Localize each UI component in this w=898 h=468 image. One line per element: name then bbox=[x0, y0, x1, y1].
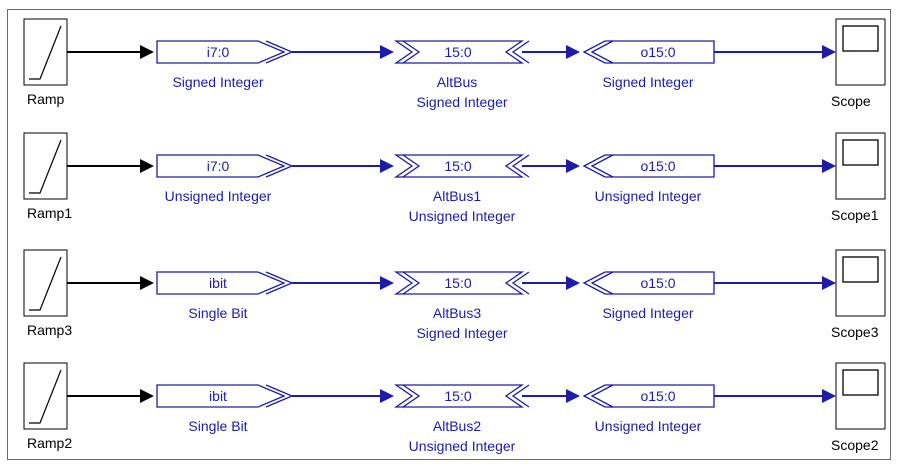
output-type-label: Signed Integer bbox=[602, 305, 694, 321]
wire-arrowhead bbox=[380, 45, 394, 59]
wire-arrowhead bbox=[140, 276, 154, 290]
altbus-name-label: AltBus bbox=[436, 74, 478, 90]
scope-icon bbox=[842, 369, 879, 396]
wire-arrowhead bbox=[566, 45, 580, 59]
input-port-text: ibit bbox=[209, 388, 227, 404]
altbus-type-label: Signed Integer bbox=[416, 94, 508, 110]
input-port-block[interactable] bbox=[156, 271, 286, 295]
wire-arrowhead bbox=[140, 389, 154, 403]
output-type-label: Unsigned Integer bbox=[594, 188, 702, 204]
input-port-text: ibit bbox=[209, 275, 227, 291]
ramp-block[interactable] bbox=[23, 362, 68, 430]
input-type-label: Single Bit bbox=[188, 418, 248, 434]
altbus-left-chevron-icon bbox=[402, 40, 421, 64]
altbus-block[interactable] bbox=[393, 271, 525, 295]
altbus-type-label: Unsigned Integer bbox=[408, 208, 516, 224]
wire-arrowhead bbox=[140, 45, 154, 59]
wire-arrowhead bbox=[822, 276, 836, 290]
ramp-label: Ramp2 bbox=[27, 435, 73, 451]
ramp-label: Ramp bbox=[27, 91, 65, 107]
altbus-port-text: 15:0 bbox=[444, 388, 472, 404]
output-port-text: o15:0 bbox=[640, 158, 676, 174]
output-port-text: o15:0 bbox=[640, 388, 676, 404]
input-type-label: Unsigned Integer bbox=[164, 188, 272, 204]
altbus-port-text: 15:0 bbox=[444, 275, 472, 291]
ramp-icon bbox=[29, 256, 62, 311]
scope-label: Scope bbox=[831, 93, 871, 109]
ramp-label: Ramp1 bbox=[27, 205, 73, 221]
altbus-block[interactable] bbox=[393, 384, 525, 408]
wire-arrowhead bbox=[566, 276, 580, 290]
altbus-type-label: Signed Integer bbox=[416, 325, 508, 341]
ramp-icon bbox=[29, 139, 62, 194]
scope-label: Scope2 bbox=[831, 437, 879, 453]
output-port-text: o15:0 bbox=[640, 44, 676, 60]
altbus-right-chevron-icon bbox=[511, 154, 530, 178]
wire-arrowhead bbox=[380, 159, 394, 173]
ramp-icon bbox=[29, 25, 62, 80]
altbus-right-chevron-icon bbox=[511, 271, 530, 295]
altbus-port-text: 15:0 bbox=[444, 44, 472, 60]
altbus-block[interactable] bbox=[393, 40, 525, 64]
wire-arrowhead bbox=[380, 389, 394, 403]
altbus-right-chevron-icon bbox=[511, 384, 530, 408]
input-port-block[interactable] bbox=[156, 40, 286, 64]
altbus-name-label: AltBus2 bbox=[432, 418, 482, 434]
input-port-block[interactable] bbox=[156, 154, 286, 178]
wire-arrowhead bbox=[822, 159, 836, 173]
altbus-name-label: AltBus3 bbox=[432, 305, 482, 321]
ramp-block[interactable] bbox=[23, 18, 68, 86]
altbus-left-chevron-icon bbox=[402, 154, 421, 178]
ramp-block[interactable] bbox=[23, 249, 68, 317]
wire-arrowhead bbox=[566, 389, 580, 403]
scope-label: Scope1 bbox=[831, 207, 879, 223]
scope-icon bbox=[842, 139, 879, 166]
wire-arrowhead bbox=[822, 389, 836, 403]
diagram-frame bbox=[7, 9, 891, 460]
input-type-label: Single Bit bbox=[188, 305, 248, 321]
altbus-left-chevron-icon bbox=[402, 271, 421, 295]
wire-arrowhead bbox=[380, 276, 394, 290]
input-port-text: i7:0 bbox=[206, 44, 230, 60]
ramp-block[interactable] bbox=[23, 132, 68, 200]
ramp-label: Ramp3 bbox=[27, 322, 73, 338]
output-port-chevron-icon bbox=[590, 40, 614, 64]
altbus-name-label: AltBus1 bbox=[432, 188, 482, 204]
input-type-label: Signed Integer bbox=[172, 74, 264, 90]
wire-arrowhead bbox=[566, 159, 580, 173]
altbus-left-chevron-icon bbox=[402, 384, 421, 408]
altbus-port-text: 15:0 bbox=[444, 158, 472, 174]
output-port-text: o15:0 bbox=[640, 275, 676, 291]
output-type-label: Unsigned Integer bbox=[594, 418, 702, 434]
wire-arrowhead bbox=[822, 45, 836, 59]
scope-label: Scope3 bbox=[831, 324, 879, 340]
output-type-label: Signed Integer bbox=[602, 74, 694, 90]
scope-icon bbox=[842, 25, 879, 52]
input-port-block[interactable] bbox=[156, 384, 286, 408]
output-port-chevron-icon bbox=[590, 271, 614, 295]
output-port-chevron-icon bbox=[590, 154, 614, 178]
wire-arrowhead bbox=[140, 159, 154, 173]
input-port-text: i7:0 bbox=[206, 158, 230, 174]
output-port-chevron-icon bbox=[590, 384, 614, 408]
altbus-block[interactable] bbox=[393, 154, 525, 178]
ramp-icon bbox=[29, 369, 62, 424]
altbus-right-chevron-icon bbox=[511, 40, 530, 64]
altbus-type-label: Unsigned Integer bbox=[408, 438, 516, 454]
scope-icon bbox=[842, 256, 879, 283]
